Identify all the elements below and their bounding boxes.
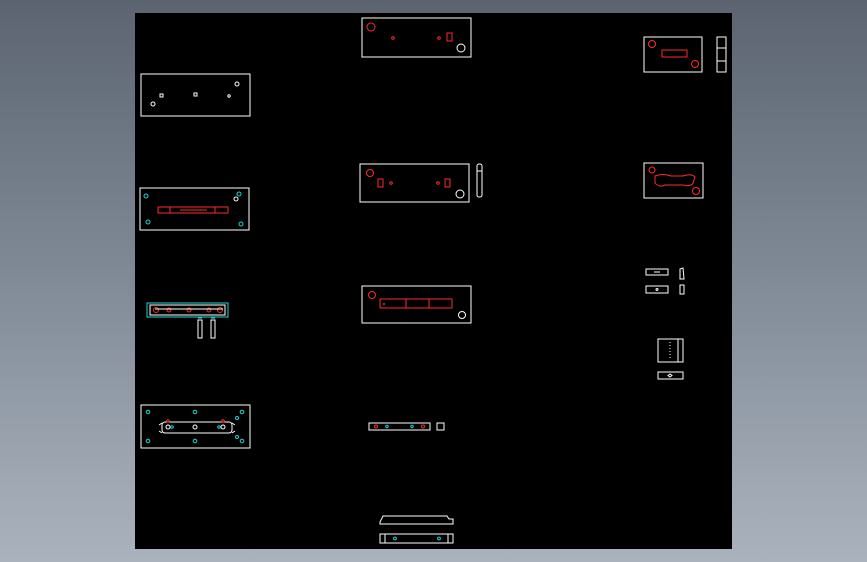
plate-view-right-1[interactable] [643,36,727,73]
plate-assembly-left-4[interactable] [140,404,251,449]
plate-view-center-3[interactable] [361,285,472,324]
plate-view-center-2[interactable] [359,163,483,203]
strip-view-center-4[interactable] [368,422,445,431]
plate-view-right-2[interactable] [643,162,704,199]
plate-assembly-left-3[interactable] [146,302,229,339]
block-view-right-4[interactable] [657,338,684,380]
base-view-center-5[interactable] [379,515,454,544]
drawing-svg: .w { fill:none; stroke:#ffffff; stroke-w… [139,17,727,544]
plate-view-left-1[interactable] [140,73,251,117]
small-parts-right-3[interactable] [645,267,685,295]
drawing-canvas[interactable]: .w { fill:none; stroke:#ffffff; stroke-w… [135,13,732,549]
plate-view-center-1[interactable] [361,17,472,58]
plate-view-left-2[interactable] [139,187,250,231]
